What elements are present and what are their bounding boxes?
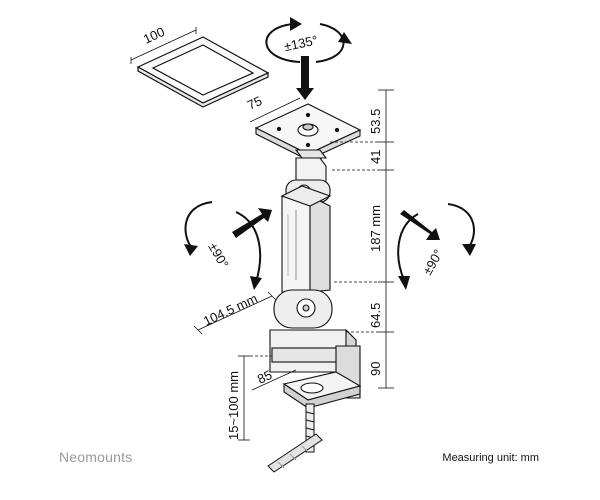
swivel-angle-label: ±135° xyxy=(283,32,319,54)
dimension-height-arm: 187 mm xyxy=(368,205,383,252)
lower-joint xyxy=(273,289,333,329)
dimension-height-lower: 64.5 xyxy=(368,303,383,328)
dimension-vesa-small: 75 xyxy=(245,93,264,113)
brand-name: Neomounts xyxy=(59,449,133,465)
tilt-left-action-arrow xyxy=(232,208,272,238)
dimension-line-100 xyxy=(130,27,197,64)
tilt-right-angle-label: ±90° xyxy=(420,247,446,278)
tilt-right-icon xyxy=(397,203,476,290)
dimension-vesa-large: 100 xyxy=(141,24,167,47)
clamp-screw xyxy=(267,403,323,473)
dimension-height-joint: 41 xyxy=(368,150,383,164)
measuring-unit-note: Measuring unit: mm xyxy=(442,452,539,464)
dimension-clamp-depth: 85 xyxy=(255,367,274,387)
vesa-plate-100 xyxy=(136,36,270,108)
top-mounting-plate xyxy=(254,103,362,161)
swivel-rotation-icon xyxy=(265,17,352,63)
dimension-arm-depth: 104.5 mm xyxy=(201,291,260,329)
desk-clamp xyxy=(282,345,362,409)
tilt-right-action-arrow xyxy=(400,210,440,240)
dimension-height-top: 53.5 xyxy=(368,109,383,134)
arm-depth-dimension xyxy=(193,291,277,335)
arm-column xyxy=(280,185,332,293)
height-dimension-chain xyxy=(330,89,394,389)
dimension-line-75 xyxy=(249,97,301,123)
dimension-height-base: 90 xyxy=(368,362,383,376)
tilt-left-icon xyxy=(184,201,262,290)
clamp-depth-dimension xyxy=(251,369,297,391)
dimension-clamp-range: 15~100 mm xyxy=(226,371,241,440)
tilt-left-angle-label: ±90° xyxy=(205,240,231,271)
clamp-range-dimension xyxy=(238,355,272,441)
mount-down-arrow xyxy=(296,56,314,100)
